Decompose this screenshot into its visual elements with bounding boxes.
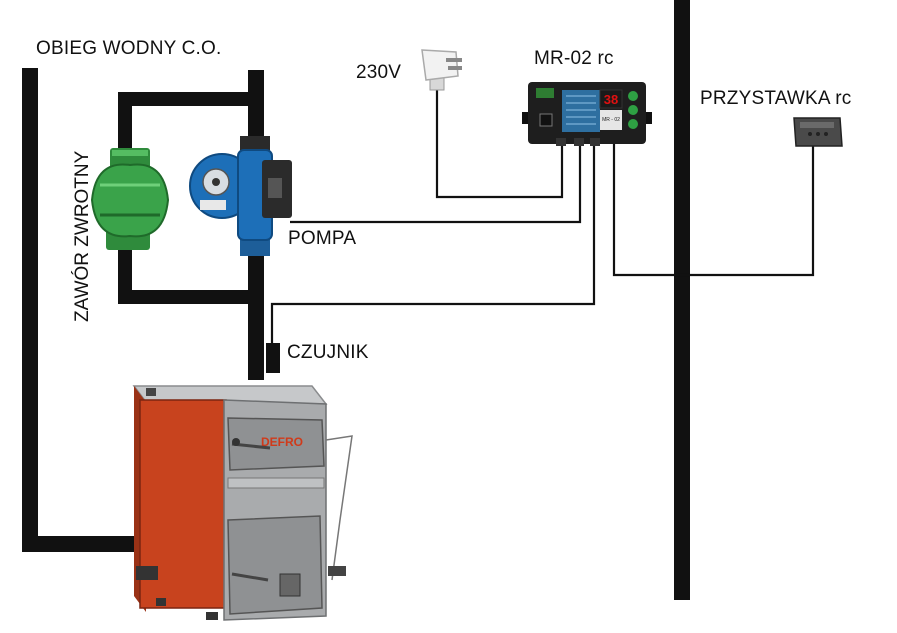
circulation-pump-icon: [189, 136, 292, 256]
circuit-label: OBIEG WODNY C.O.: [36, 38, 222, 59]
wire-sensor: [270, 142, 596, 345]
check-valve-icon: [90, 148, 170, 250]
controller-button-menu: [628, 105, 638, 115]
controller-model-text: MR - 02: [602, 117, 620, 123]
controller-button-up: [628, 91, 638, 101]
power-plug-icon: [421, 49, 462, 91]
pump-label: POMPA: [288, 228, 357, 249]
controller-display-digits: 38: [604, 92, 618, 107]
controller-button-down: [628, 119, 638, 129]
boiler-brand: DEFRO: [261, 435, 303, 449]
bypass-bottom: [118, 290, 256, 304]
controller-label: MR-02 rc: [534, 48, 614, 69]
boiler-icon: DEFRO: [132, 385, 353, 621]
return-pipe-vertical: [22, 68, 38, 550]
wire-power: [435, 88, 564, 199]
wire-pump: [290, 142, 582, 224]
controller-device-icon: 38 MR - 02: [522, 82, 652, 146]
bypass-top: [118, 92, 256, 106]
electric-wires: [270, 88, 815, 345]
wire-remote: [612, 142, 815, 277]
right-pipe-vertical: [674, 0, 690, 600]
sensor-label: CZUJNIK: [287, 342, 369, 363]
remote-label: PRZYSTAWKA rc: [700, 88, 852, 109]
power-label: 230V: [356, 62, 402, 83]
temperature-sensor-icon: [266, 343, 280, 373]
remote-module-icon: [793, 117, 843, 147]
valve-label: ZAWÓR ZWROTNY: [72, 150, 93, 322]
return-pipe-bottom: [22, 536, 140, 552]
